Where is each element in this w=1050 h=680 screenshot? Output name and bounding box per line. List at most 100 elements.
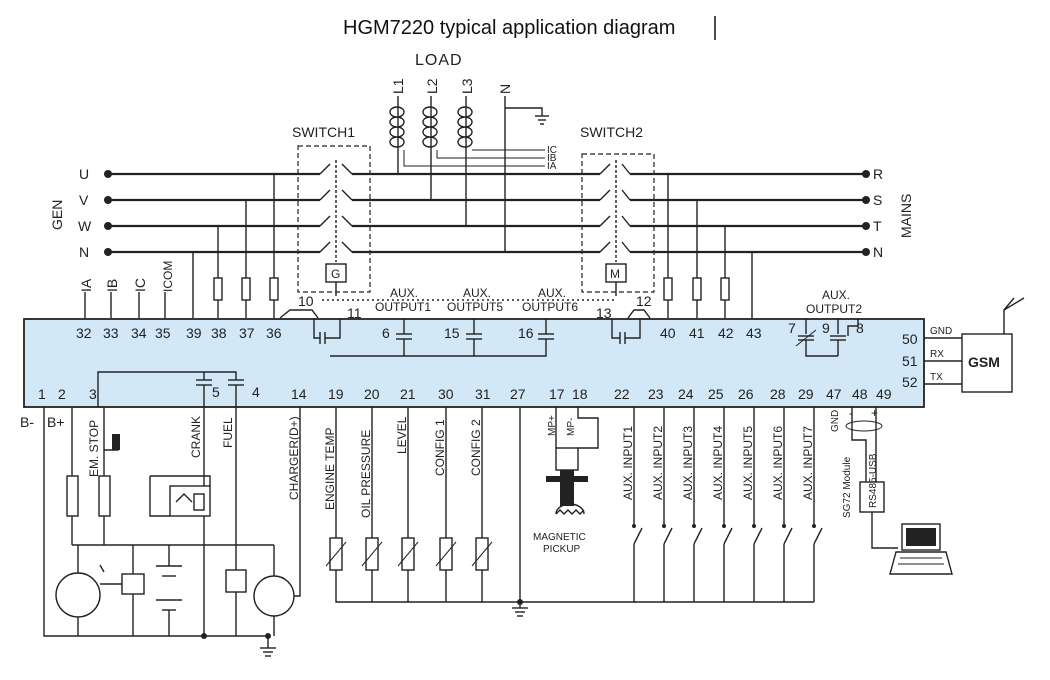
terminal-43: 43: [746, 325, 762, 341]
ct-input-ib: IB: [104, 279, 120, 292]
label-aux-input2: AUX. INPUT2: [651, 426, 665, 500]
bottom-terminals: 1 2 3 5 4 14 19 20 21 30 31 27 17 18 22 …: [38, 384, 892, 402]
load-phase-l2: L2: [424, 78, 440, 94]
switch2-coil-label: M: [610, 267, 620, 281]
terminal-39: 39: [186, 325, 202, 341]
terminal-35: 35: [155, 325, 171, 341]
terminal-41: 41: [689, 325, 705, 341]
terminal-18: 18: [572, 386, 588, 402]
pickup-label-line1: MAGNETIC: [533, 532, 586, 543]
terminal-11: 11: [347, 305, 362, 321]
terminal-37: 37: [239, 325, 255, 341]
ct-label-ib: IB: [547, 153, 557, 164]
terminal-34: 34: [131, 325, 147, 341]
switch1-coil-label: G: [331, 267, 340, 281]
label-sg72-module: SG72 Module: [842, 456, 853, 518]
terminal-22: 22: [614, 386, 630, 402]
terminal-48: 48: [852, 386, 868, 402]
switch1-frame: [297, 145, 371, 293]
terminal-30: 30: [438, 386, 454, 402]
terminal-9: 9: [822, 320, 830, 336]
diagram-title: HGM7220 typical application diagram: [343, 17, 675, 39]
terminal-3: 3: [89, 386, 97, 402]
top-terminals: 32 33 34 35 39 38 37 36 40 41 42 43 10 1…: [76, 293, 762, 341]
terminal-27: 27: [510, 386, 526, 402]
label-aux-input6: AUX. INPUT6: [771, 426, 785, 500]
ct-input-wiring: [84, 292, 166, 318]
gen-label: GEN: [49, 200, 65, 230]
mains-phase-s: S: [873, 192, 882, 208]
terminal-2: 2: [58, 386, 66, 402]
ct-label-ic: IC: [547, 145, 557, 156]
terminal-20: 20: [364, 386, 380, 402]
terminal-14: 14: [291, 386, 307, 402]
gen-phase-v: V: [79, 192, 89, 208]
antenna-icon: [1003, 297, 1025, 334]
label-mp-plus: MP+: [547, 415, 558, 436]
load-label: LOAD: [415, 52, 463, 69]
magnetic-pickup: [546, 407, 599, 515]
terminal-50: 50: [902, 331, 918, 347]
laptop-keyboard: [889, 551, 953, 575]
gsm-signal-gnd: GND: [930, 326, 952, 337]
gsm-section: 50 51 52 GND RX TX GSM: [902, 297, 1025, 393]
label-aux-input7: AUX. INPUT7: [801, 426, 815, 500]
label-charger: CHARGER(D+): [287, 416, 301, 500]
mains-phase-n: N: [873, 244, 883, 260]
terminal-31: 31: [475, 386, 491, 402]
label-config-1: CONFIG 1: [433, 419, 447, 476]
aux-out5-line1: AUX.: [463, 286, 491, 300]
terminal-36: 36: [266, 325, 282, 341]
label-em-stop: EM. STOP: [87, 420, 101, 477]
terminal-5: 5: [212, 384, 220, 400]
label-aux-input1: AUX. INPUT1: [621, 426, 635, 500]
terminal-40: 40: [660, 325, 676, 341]
gsm-module: [961, 333, 1013, 393]
label-aux-input5: AUX. INPUT5: [741, 426, 755, 500]
aux-out6-line2: OUTPUT6: [522, 300, 578, 314]
terminal-49: 49: [876, 386, 892, 402]
terminal-51: 51: [902, 353, 918, 369]
label-aux-input4: AUX. INPUT4: [711, 426, 725, 500]
busbars: [104, 170, 870, 256]
label-crank: CRANK: [189, 416, 203, 458]
terminal-1: 1: [38, 386, 46, 402]
label-mp-minus: MP-: [566, 418, 577, 436]
terminal-42: 42: [718, 325, 734, 341]
terminal-16: 16: [518, 325, 534, 341]
label-level: LEVEL: [395, 416, 409, 454]
label-config-2: CONFIG 2: [469, 419, 483, 476]
gsm-label: GSM: [968, 354, 1000, 370]
gen-phase-n: N: [79, 244, 89, 260]
terminal-52: 52: [902, 374, 918, 390]
gsm-signal-tx: TX: [930, 372, 943, 383]
switch2-frame: [581, 153, 655, 293]
switch1-label: SWITCH1: [292, 124, 355, 140]
terminal-26: 26: [738, 386, 754, 402]
switch1-assembly: G: [297, 145, 371, 293]
terminal-4: 4: [252, 384, 260, 400]
aux-input-switches: [632, 407, 823, 603]
terminal-6: 6: [382, 325, 390, 341]
terminal-12: 12: [636, 293, 652, 309]
terminal-38: 38: [211, 325, 227, 341]
terminal-32: 32: [76, 325, 92, 341]
terminal-33: 33: [103, 325, 119, 341]
ct-input-icom: ICOM: [161, 261, 175, 292]
engine-wiring: [43, 407, 301, 657]
terminal-15: 15: [444, 325, 460, 341]
supply-b-minus: B-: [20, 414, 34, 430]
terminal-8: 8: [856, 320, 864, 336]
terminal-25: 25: [708, 386, 724, 402]
ct-input-ia: IA: [78, 278, 94, 292]
aux-out1-line2: OUTPUT1: [375, 300, 431, 314]
terminal-23: 23: [648, 386, 664, 402]
terminal-28: 28: [770, 386, 786, 402]
internal-relays: [97, 371, 244, 407]
terminal-24: 24: [678, 386, 694, 402]
current-transformers: [389, 106, 545, 167]
load-phase-n: N: [497, 84, 513, 94]
switch-control-wiring: [279, 282, 651, 319]
label-comms-gnd: GND: [830, 410, 841, 432]
